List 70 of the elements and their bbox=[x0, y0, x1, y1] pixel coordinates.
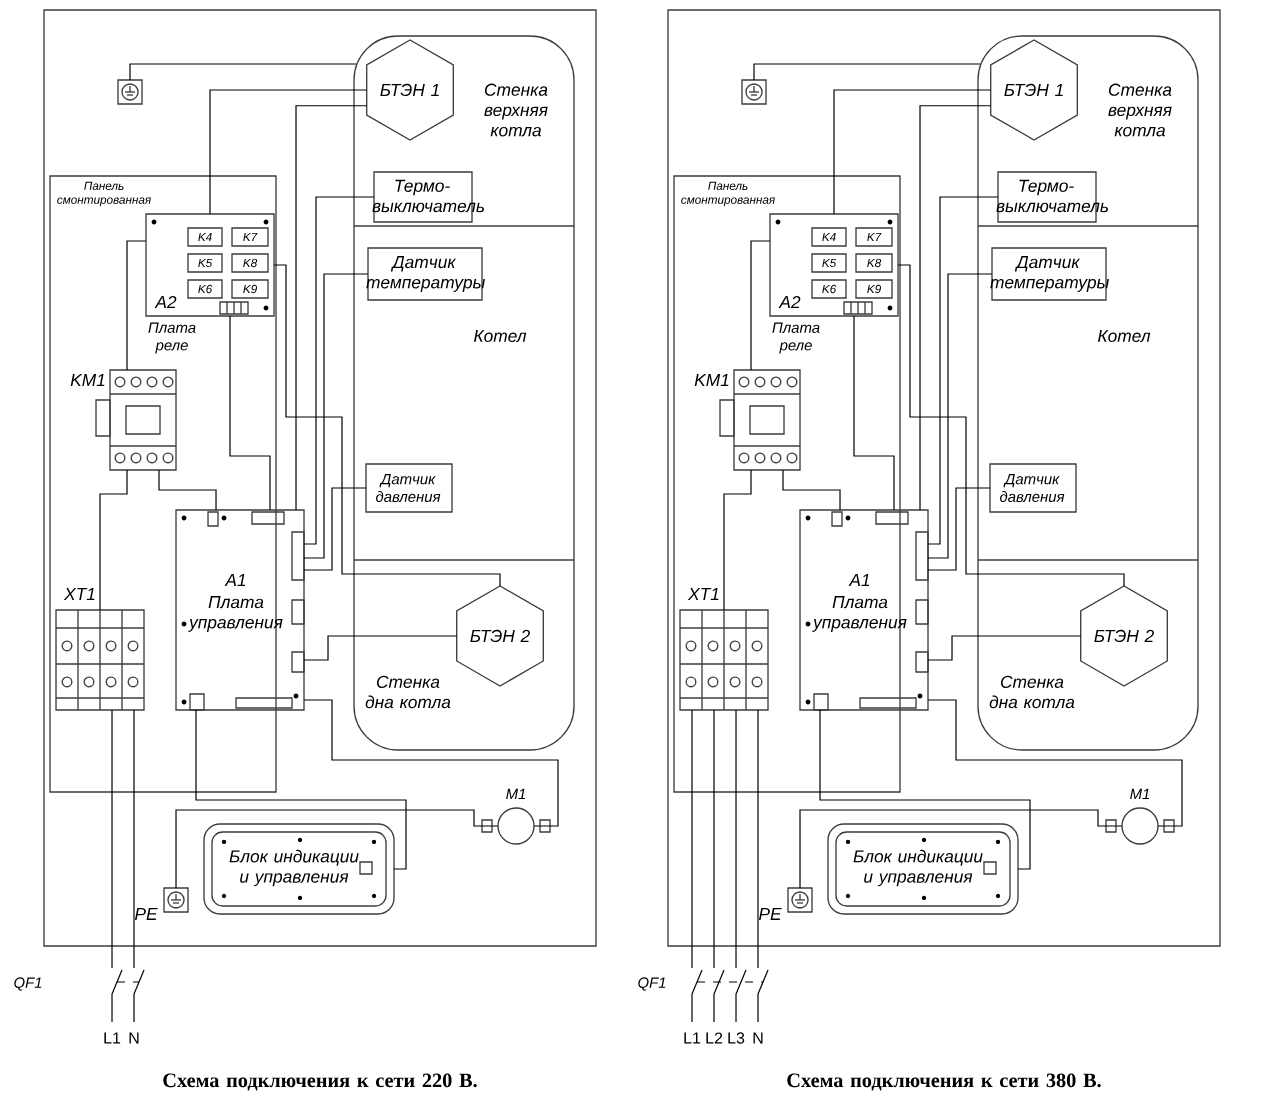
caption: Схема подключения к сети 380 В. bbox=[787, 1073, 1101, 1091]
wire bbox=[853, 315, 895, 511]
wire bbox=[927, 273, 993, 559]
phase-label: L3 bbox=[728, 1032, 745, 1044]
wire bbox=[927, 487, 991, 571]
phase-label: L1 bbox=[104, 1032, 121, 1044]
wire bbox=[927, 699, 1183, 827]
wire bbox=[753, 63, 981, 81]
wire bbox=[133, 709, 135, 961]
wire bbox=[782, 469, 841, 511]
wire bbox=[691, 709, 693, 961]
display-unit: Блок индикации и управления bbox=[827, 823, 1019, 915]
wire bbox=[927, 196, 999, 545]
node-label: KM1 bbox=[70, 374, 105, 386]
contactor-drawing: KM1 bbox=[70, 369, 177, 471]
wire bbox=[833, 89, 992, 215]
wire bbox=[303, 487, 367, 571]
wire bbox=[99, 469, 128, 611]
wire bbox=[195, 709, 407, 870]
phase-label: L1 bbox=[684, 1032, 701, 1044]
wire bbox=[175, 809, 499, 889]
wire bbox=[303, 699, 559, 827]
node-label: PE bbox=[135, 908, 158, 920]
wire bbox=[129, 63, 357, 81]
terminal-block: XT1 bbox=[679, 588, 769, 711]
wire bbox=[229, 315, 271, 511]
control-board: A1 Плата управления bbox=[799, 509, 929, 711]
control-board: A1 Плата управления bbox=[175, 509, 305, 711]
node-label: KM1 bbox=[694, 374, 729, 386]
sensor-box: Термо-выключатель bbox=[372, 171, 484, 223]
contactor-drawing: KM1 bbox=[694, 369, 801, 471]
wire bbox=[295, 105, 368, 511]
node-label: XT1 bbox=[687, 588, 719, 600]
wire bbox=[735, 709, 737, 961]
sensor-box: Термо-выключатель bbox=[996, 171, 1108, 223]
node-label: PE bbox=[758, 908, 782, 920]
wire bbox=[927, 635, 1082, 661]
ground-terminal bbox=[117, 79, 143, 105]
node-label: XT1 bbox=[63, 588, 95, 600]
wire bbox=[799, 809, 1123, 889]
wire bbox=[126, 240, 147, 371]
heater-hexagon: БТЭН 2 bbox=[1080, 585, 1168, 687]
wire bbox=[303, 196, 375, 545]
heater-hexagon: БТЭН 1 bbox=[366, 39, 454, 141]
phase-label: N bbox=[753, 1032, 763, 1044]
wire bbox=[819, 709, 1031, 870]
wire bbox=[158, 469, 217, 511]
caption: Схема подключения к сети 220 В. bbox=[163, 1073, 477, 1091]
heater-hexagon: БТЭН 1 bbox=[990, 39, 1078, 141]
wire bbox=[757, 709, 759, 961]
heater-hexagon: БТЭН 2 bbox=[456, 585, 544, 687]
wire bbox=[303, 635, 458, 661]
ground-terminal: PE bbox=[135, 887, 189, 920]
wire bbox=[713, 709, 715, 961]
sensor-box: Датчик температуры bbox=[366, 247, 485, 301]
sensor-box: Датчик температуры bbox=[990, 247, 1109, 301]
ground-terminal: PE bbox=[759, 887, 813, 920]
ground-terminal bbox=[741, 79, 767, 105]
phase-label: N bbox=[129, 1032, 139, 1044]
wire bbox=[723, 469, 752, 611]
wire bbox=[111, 709, 113, 961]
wire bbox=[919, 105, 992, 511]
terminal-block: XT1 bbox=[55, 588, 145, 711]
display-unit: Блок индикации и управления bbox=[203, 823, 395, 915]
wire bbox=[209, 89, 368, 215]
wire bbox=[750, 240, 771, 371]
phase-label: L2 bbox=[706, 1032, 723, 1044]
wire bbox=[273, 264, 501, 587]
wire bbox=[303, 273, 369, 559]
wire bbox=[897, 264, 1125, 587]
